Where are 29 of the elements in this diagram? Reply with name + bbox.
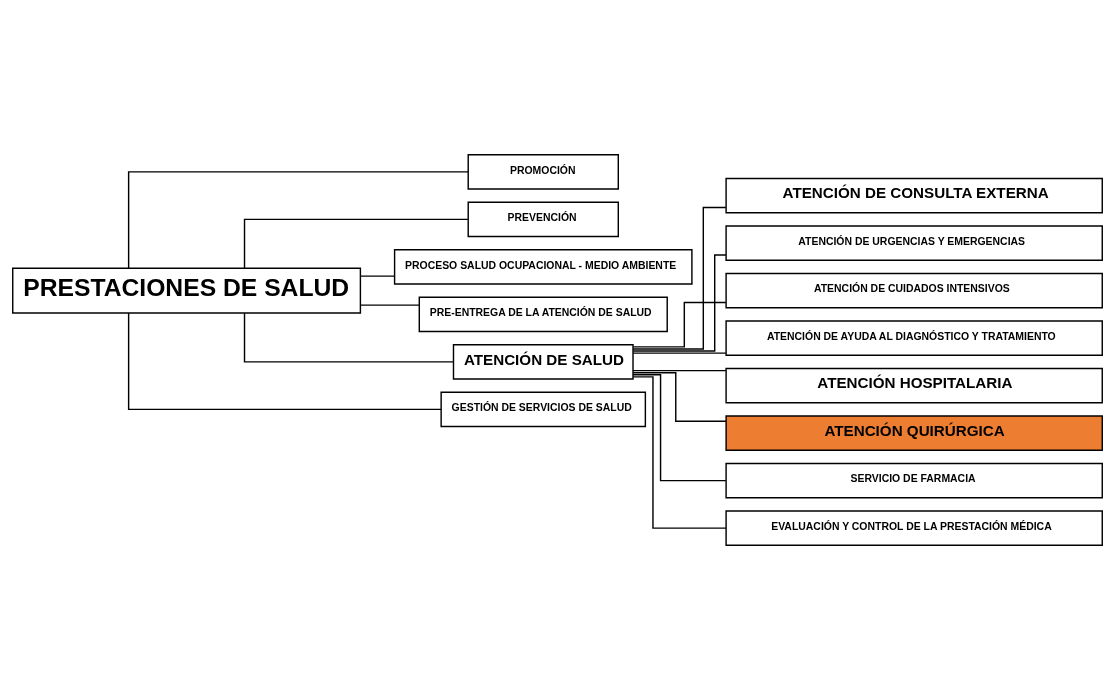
connector (359, 304, 420, 306)
node-box: ATENCIÓN DE SALUD (452, 344, 634, 380)
node-box: EVALUACIÓN Y CONTROL DE LA PRESTACIÓN MÉDICA (725, 510, 1103, 546)
connector (127, 171, 469, 269)
connector (632, 352, 727, 354)
node-box: PROCESO SALUD OCUPACIONAL - MEDIO AMBIENTE (393, 249, 693, 285)
node-box: SERVICIO DE FARMACIA (725, 462, 1103, 499)
connector (359, 275, 396, 277)
node-box: ATENCIÓN DE CUIDADOS INTENSIVOS (725, 272, 1103, 309)
node-box: ATENCIÓN DE CONSULTA EXTERNA (725, 177, 1103, 214)
node-box: GESTIÓN DE SERVICIOS DE SALUD (440, 391, 647, 428)
node-box: PRESTACIONES DE SALUD (12, 267, 362, 314)
connector (632, 206, 727, 350)
connector (632, 376, 727, 529)
connector (632, 254, 727, 352)
connector (243, 312, 454, 363)
connector (632, 301, 727, 348)
connector (127, 312, 442, 411)
connector (632, 374, 727, 482)
node-box: ATENCIÓN DE AYUDA AL DIAGNÓSTICO Y TRATAMIENTO (725, 320, 1103, 356)
connector (243, 218, 469, 269)
node-box: ATENCIÓN QUIRÚRGICA (725, 415, 1103, 451)
node-box: PREVENCIÓN (467, 201, 619, 238)
node-box: ATENCIÓN DE URGENCIAS Y EMERGENCIAS (725, 225, 1103, 261)
connector (632, 372, 727, 422)
connector (632, 369, 727, 372)
node-box: PRE-ENTREGA DE LA ATENCIÓN DE SALUD (418, 296, 668, 333)
node-box: ATENCIÓN HOSPITALARIA (725, 367, 1103, 404)
node-box: PROMOCIÓN (467, 154, 619, 190)
